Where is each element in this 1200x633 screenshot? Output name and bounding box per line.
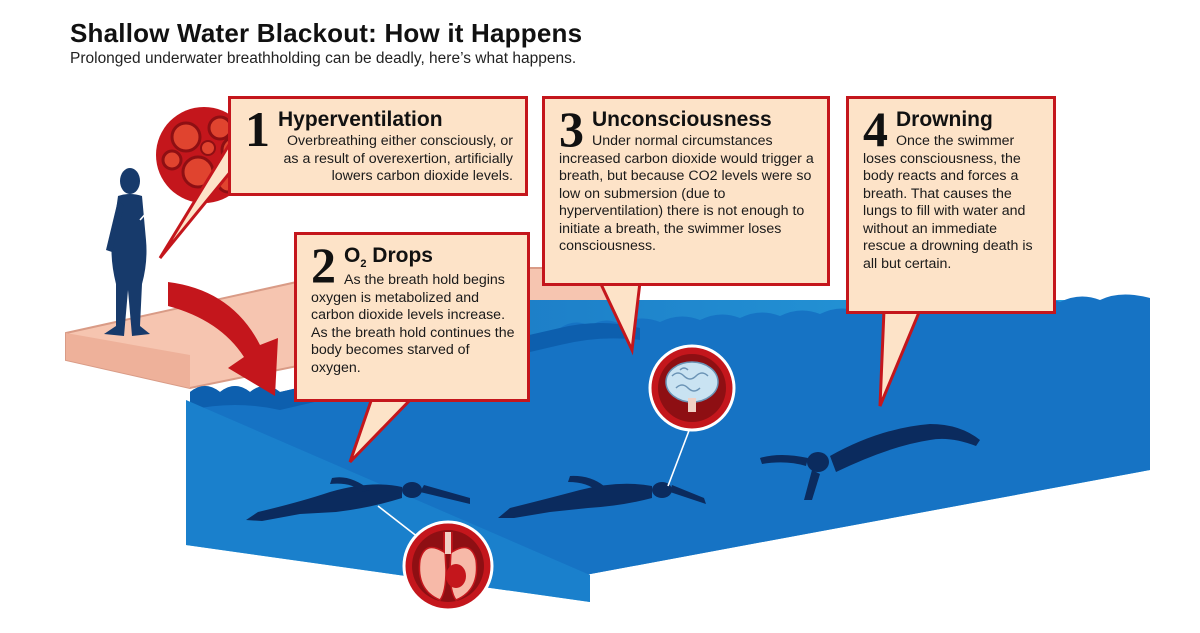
- step-2-heading-subscript: 2: [360, 258, 367, 270]
- step-4-bubble: 4 Drowning Once the swimmer loses consci…: [846, 96, 1056, 314]
- lungs-icon: [402, 520, 494, 612]
- step-2-bubble: 2 O2 Drops As the breath hold begins oxy…: [294, 232, 530, 402]
- step-3-text: Under normal circumstances increased car…: [559, 133, 814, 254]
- step-4-number: 4: [863, 101, 888, 157]
- step-1-bubble: 1 Hyperventilation Overbreathing either …: [228, 96, 528, 196]
- step-2-number: 2: [311, 237, 336, 293]
- curved-arrow-icon: [168, 282, 278, 396]
- step-2-heading-rest: Drops: [366, 244, 433, 267]
- step-1-text: Overbreathing either consciously, or as …: [283, 133, 513, 184]
- brain-icon: [648, 344, 736, 432]
- step-1-number: 1: [245, 101, 270, 157]
- standing-swimmer-silhouette: [104, 168, 150, 336]
- step-4-heading: Drowning: [896, 108, 993, 131]
- swimmer-silhouette-1: [246, 477, 470, 521]
- swimmer-silhouette-3: [760, 424, 980, 500]
- step-2-heading: O2 Drops: [311, 243, 515, 272]
- step-1-heading: Hyperventilation: [278, 108, 443, 131]
- brain-leader-line: [667, 427, 691, 487]
- swimmer-silhouette-2: [498, 475, 706, 518]
- page-title: Shallow Water Blackout: How it Happens: [70, 18, 583, 48]
- step-3-heading: Unconsciousness: [592, 108, 772, 131]
- step-4-text: Once the swimmer loses consciousness, th…: [863, 133, 1033, 272]
- step-3-number: 3: [559, 101, 584, 157]
- page-subtitle: Prolonged underwater breathholding can b…: [70, 50, 577, 67]
- step-2-heading-main: O: [344, 244, 361, 267]
- step-2-text: As the breath hold begins oxygen is meta…: [311, 272, 515, 376]
- step-3-bubble: 3 Unconsciousness Under normal circumsta…: [542, 96, 830, 286]
